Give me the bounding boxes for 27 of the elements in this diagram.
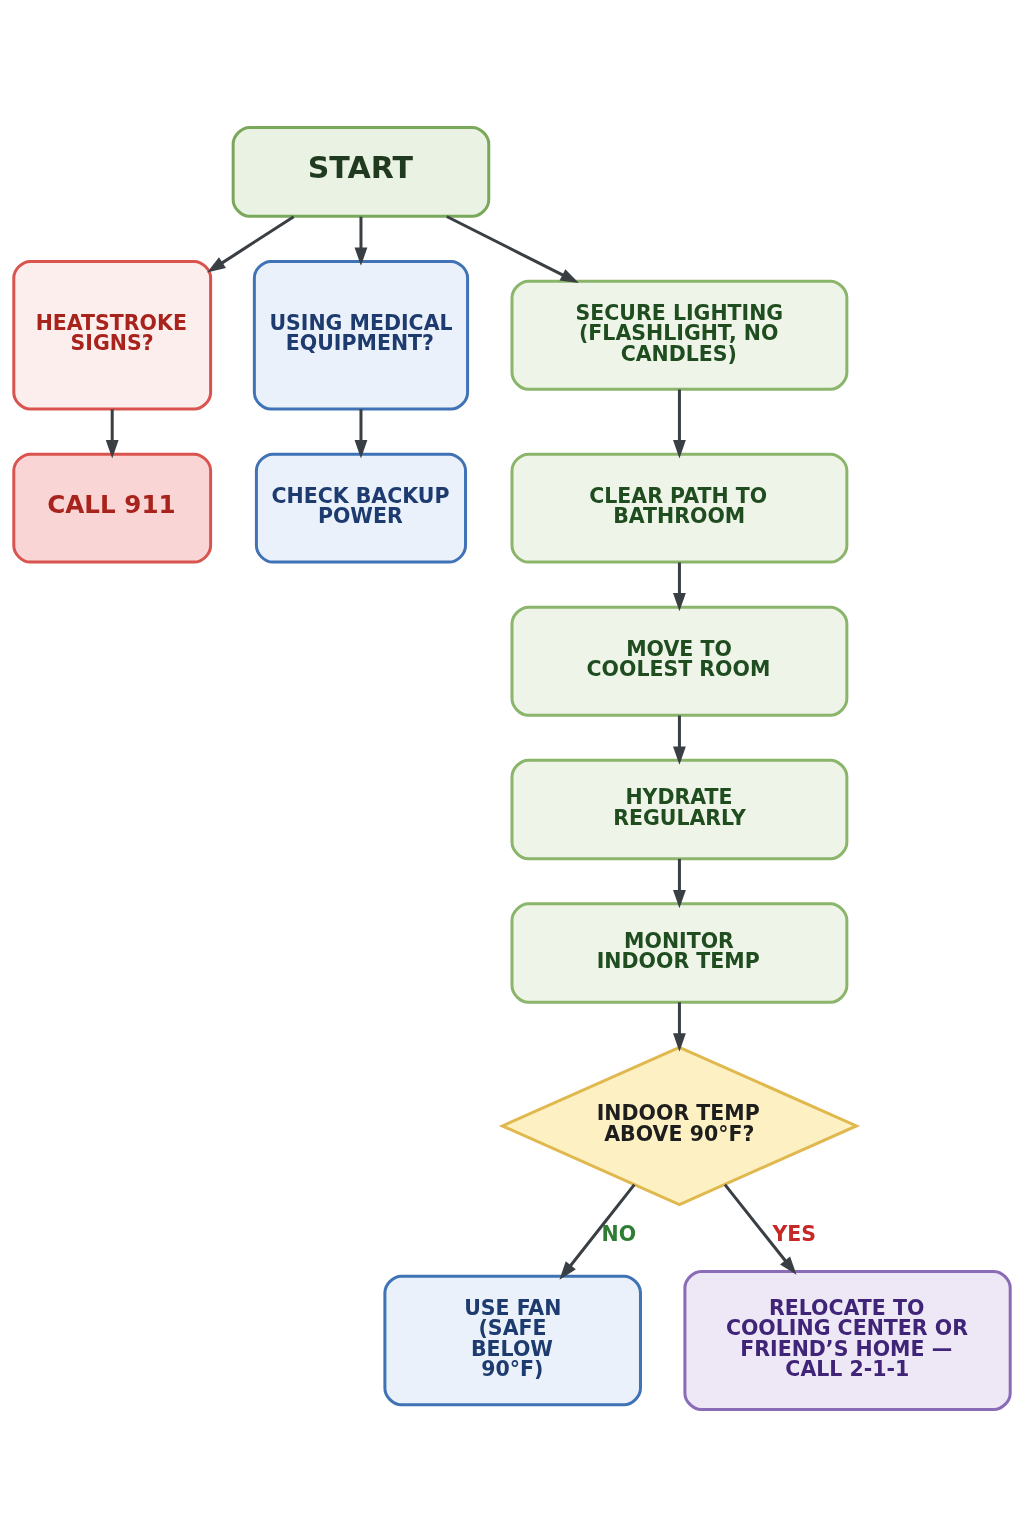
node-box: RELOCATE TO COOLING CENTER OR FRIEND’S HOME — CALL 2-1-1: [683, 1269, 1012, 1411]
node-box: CLEAR PATH TO BATHROOM: [510, 452, 849, 564]
arrow: [673, 389, 686, 458]
arrow: [354, 408, 368, 458]
node-box: SECURE LIGHTING (FLASHLIGHT, NO CANDLES): [510, 279, 849, 391]
node-box: START: [231, 125, 491, 218]
arrow: [673, 715, 686, 765]
node-box: CALL 911: [12, 452, 213, 564]
node-box: USING MEDICAL EQUIPMENT?: [252, 259, 470, 411]
edge-label: YES: [772, 1221, 816, 1246]
edge-label: NO: [601, 1221, 637, 1246]
node-box: MOVE TO COOLEST ROOM: [510, 605, 849, 717]
arrow: [354, 216, 368, 266]
arrow: [105, 408, 119, 458]
arrow: [723, 1183, 797, 1275]
arrow: [207, 214, 295, 273]
arrow: [673, 858, 686, 908]
arrow: [673, 1001, 686, 1052]
arrow: [673, 562, 686, 611]
node-box: USE FAN (SAFE BELOW 90°F): [383, 1274, 642, 1406]
node-diamond: INDOOR TEMP ABOVE 90°F?: [498, 1045, 861, 1206]
node-box: MONITOR INDOOR TEMP: [510, 901, 849, 1004]
node-box: CHECK BACKUP POWER: [254, 452, 468, 564]
arrow: [559, 1183, 636, 1280]
node-box: HYDRATE REGULARLY: [510, 758, 849, 860]
node-box: HEATSTROKE SIGNS?: [12, 259, 213, 411]
arrow: [446, 214, 579, 283]
